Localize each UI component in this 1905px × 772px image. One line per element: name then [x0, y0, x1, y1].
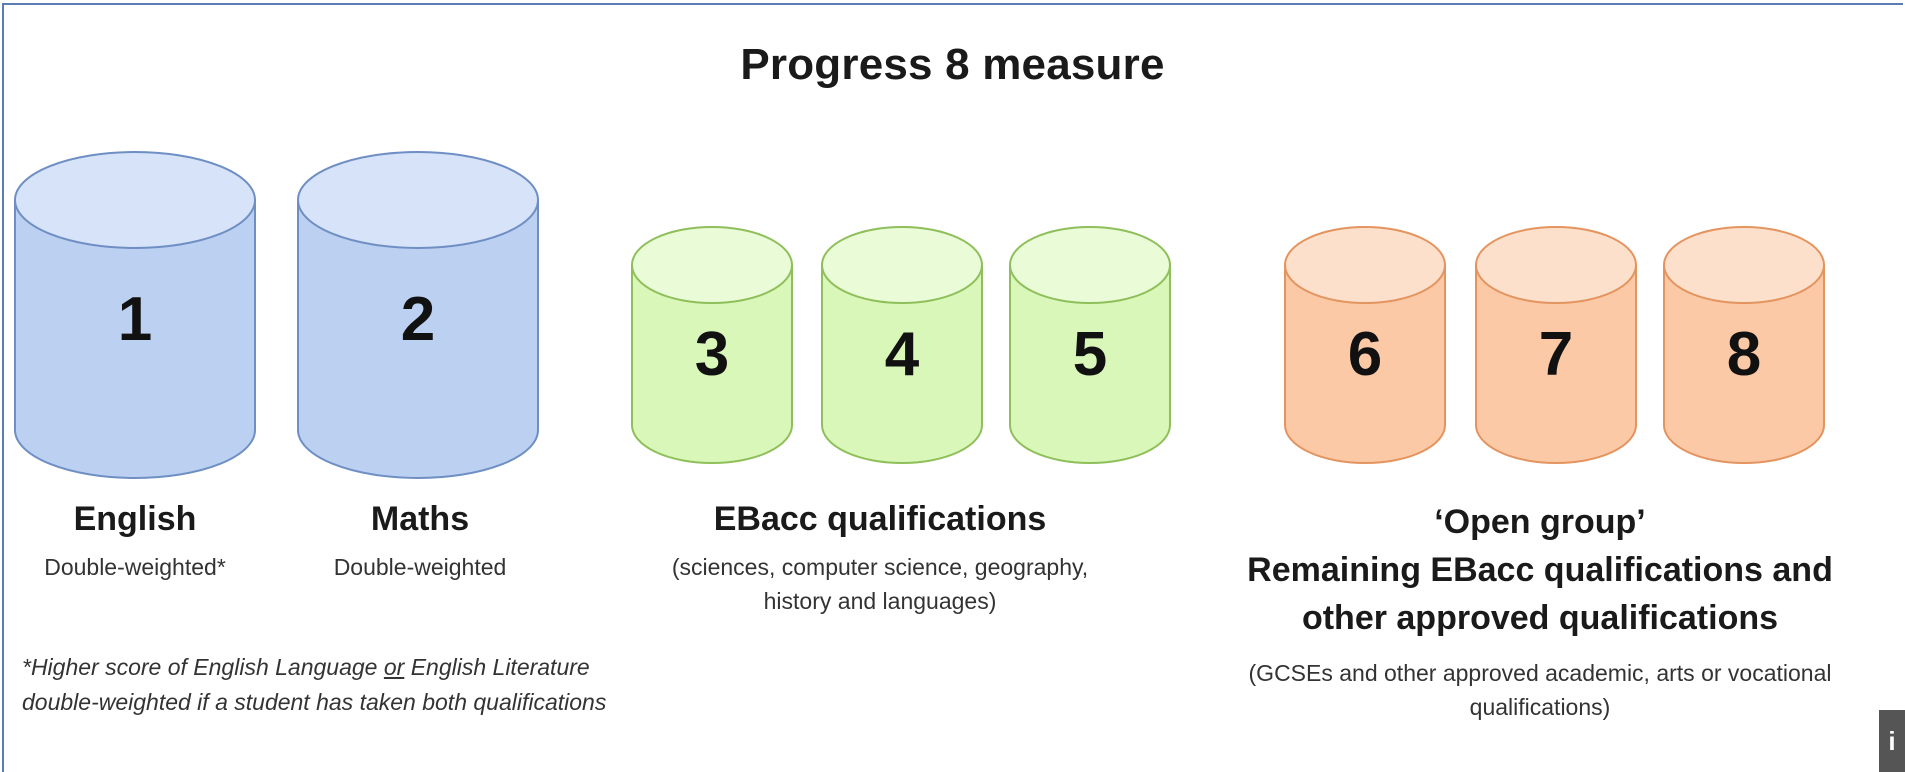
open-group-heading-line3: other approved qualifications [1301, 599, 1779, 637]
footnote-prefix: *Higher score of English Language [22, 654, 384, 680]
cylinder-6-number: 6 [1348, 320, 1382, 389]
cylinder-3: 3 [631, 226, 793, 464]
cylinder-8-top [1663, 226, 1825, 304]
cylinder-2: 2 [297, 151, 539, 479]
cylinder-4: 4 [821, 226, 983, 464]
cylinder-7-number: 7 [1539, 320, 1573, 389]
cylinder-7-top [1475, 226, 1637, 304]
ebacc-subtext: (sciences, computer science, geography, … [600, 550, 1160, 618]
english-heading: English [73, 500, 197, 538]
cylinder-1-body [14, 199, 256, 479]
open-group-subtext: (GCSEs and other approved academic, arts… [1190, 656, 1890, 724]
cylinder-6: 6 [1284, 226, 1446, 464]
cylinder-2-top [297, 151, 539, 249]
cylinder-4-number: 4 [885, 320, 920, 389]
open-group-heading-line1: ‘Open group’ [1434, 503, 1646, 541]
open-group-subtext-line1: (GCSEs and other approved academic, arts… [1248, 660, 1832, 686]
cylinder-6-top [1284, 226, 1446, 304]
cylinder-7-body [1475, 264, 1637, 464]
diagram-frame [2, 3, 1903, 772]
cylinder-5: 5 [1009, 226, 1171, 464]
diagram-title: Progress 8 measure [740, 40, 1165, 89]
cylinder-5-top [1009, 226, 1171, 304]
cylinder-8-body [1663, 264, 1825, 464]
cylinder-6-body [1284, 264, 1446, 464]
open-group-heading: ‘Open group’ Remaining EBacc qualificati… [1190, 498, 1890, 642]
footnote-line1: *Higher score of English Language or Eng… [22, 650, 606, 685]
ebacc-subtext-line1: (sciences, computer science, geography, [671, 554, 1089, 580]
maths-subtext: Double-weighted [333, 554, 507, 580]
cylinder-8: 8 [1663, 226, 1825, 464]
ebacc-heading: EBacc qualifications [713, 500, 1047, 538]
cylinder-3-number: 3 [695, 320, 729, 389]
corner-info-tab[interactable]: i [1879, 710, 1905, 772]
cylinder-2-body [297, 199, 539, 479]
cylinder-2-number: 2 [401, 285, 435, 354]
cylinder-8-number: 8 [1727, 320, 1761, 389]
cylinder-4-body [821, 264, 983, 464]
ebacc-subtext-line2: history and languages) [763, 588, 997, 614]
cylinder-1: 1 [14, 151, 256, 479]
open-group-subtext-line2: qualifications) [1469, 694, 1611, 720]
cylinder-4-top [821, 226, 983, 304]
cylinder-5-number: 5 [1073, 320, 1107, 389]
footnote-suffix: English Literature [404, 654, 590, 680]
cylinder-1-number: 1 [118, 285, 152, 354]
cylinder-7: 7 [1475, 226, 1637, 464]
open-group-heading-line2: Remaining EBacc qualifications and [1247, 551, 1833, 589]
english-subtext: Double-weighted* [44, 554, 226, 580]
cylinder-3-body [631, 264, 793, 464]
footnote: *Higher score of English Language or Eng… [22, 650, 606, 720]
maths-heading: Maths [370, 500, 470, 538]
footnote-emphasis: or [383, 654, 405, 680]
cylinder-5-body [1009, 264, 1171, 464]
footnote-line2: double-weighted if a student has taken b… [22, 689, 607, 715]
cylinder-3-top [631, 226, 793, 304]
cylinder-1-top [14, 151, 256, 249]
